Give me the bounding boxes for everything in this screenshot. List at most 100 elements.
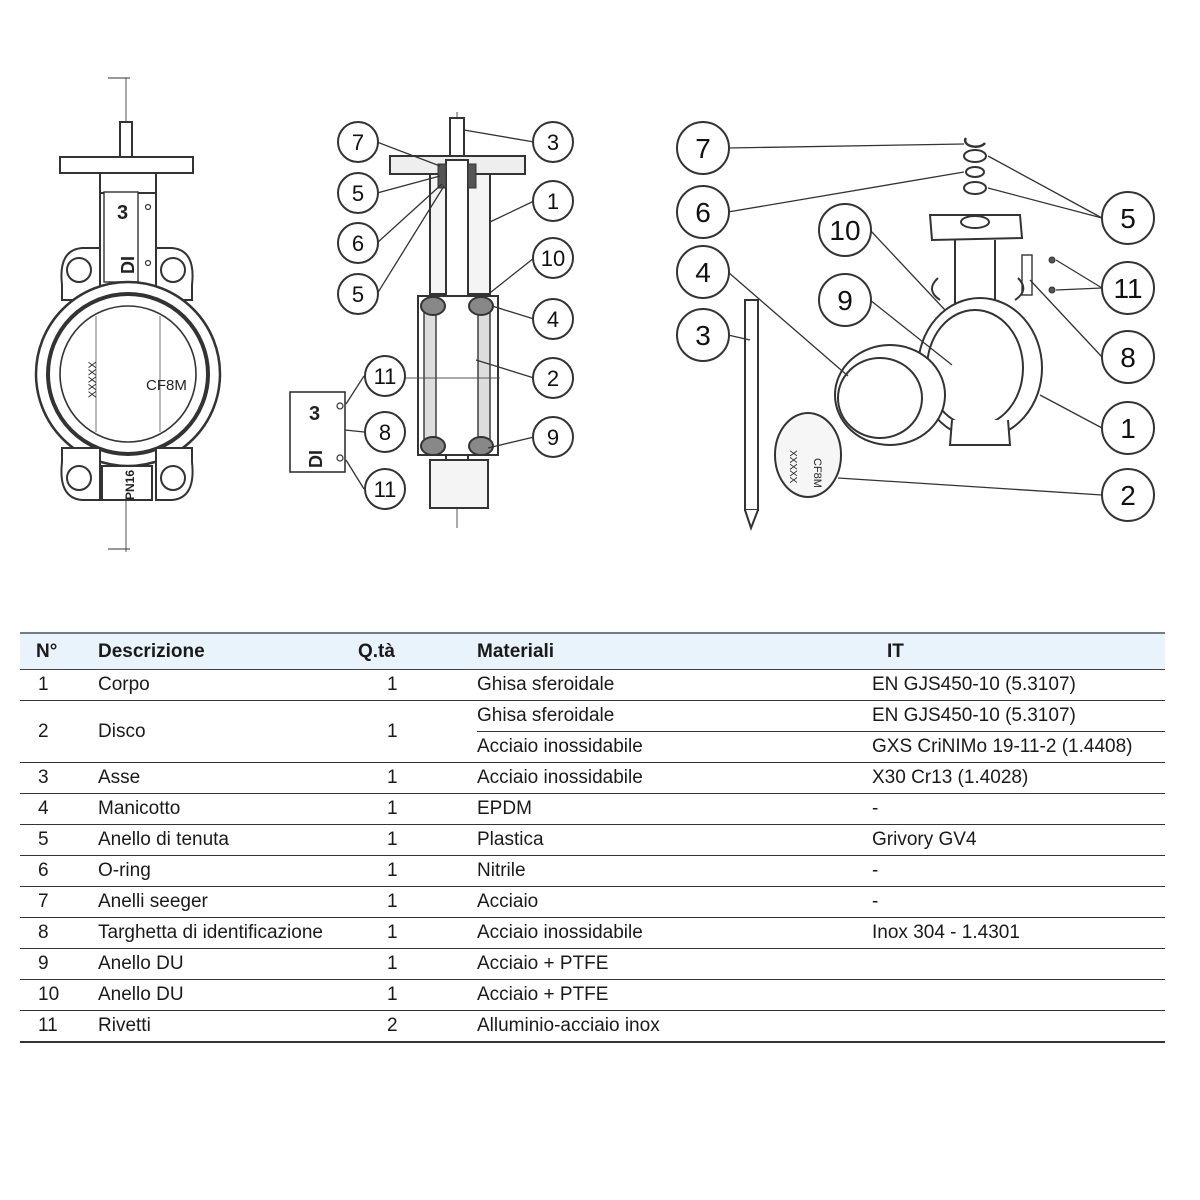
header-it: IT <box>872 632 1165 670</box>
cell-it-standard: EN GJS450-10 (5.3107) <box>872 669 1165 701</box>
cell-description: Corpo <box>98 669 358 701</box>
rivet <box>336 402 344 410</box>
exploded-shaft <box>744 299 759 511</box>
cell-number: 11 <box>20 1010 98 1043</box>
section-bottom-hub <box>429 459 489 509</box>
exploded-leaders <box>727 143 1103 496</box>
svg-text:8: 8 <box>379 420 391 445</box>
cell-material: Ghisa sferoidale <box>477 669 872 701</box>
callout-5-sec-b: 5 <box>337 273 379 315</box>
front-logo-mark: DI <box>118 256 138 274</box>
liner-bead <box>420 296 446 316</box>
callout-4-exp: 4 <box>676 245 730 299</box>
cell-material: Acciaio <box>477 886 872 918</box>
cell-material: Acciaio inossidabile <box>477 917 872 949</box>
stem-top <box>119 121 133 159</box>
cell-number: 6 <box>20 855 98 887</box>
cell-quantity: 1 <box>358 824 477 856</box>
cell-number: 1 <box>20 669 98 701</box>
cell-it-standard: EN GJS450-10 (5.3107) <box>872 700 1165 732</box>
section-seal <box>467 163 477 189</box>
cell-material: Acciaio + PTFE <box>477 979 872 1011</box>
cell-it-standard: - <box>872 855 1165 887</box>
cell-number: 8 <box>20 917 98 949</box>
cell-it-standard <box>872 1010 1165 1043</box>
exploded-disc <box>774 412 842 498</box>
cell-description: Anello di tenuta <box>98 824 358 856</box>
svg-text:11: 11 <box>374 477 397 502</box>
rivet <box>1048 286 1056 294</box>
section-view <box>289 112 526 528</box>
callout-5-exp: 5 <box>1101 191 1155 245</box>
header-number: N° <box>20 632 98 670</box>
svg-text:6: 6 <box>352 231 364 256</box>
front-view <box>34 77 222 552</box>
callout-9-exp: 9 <box>818 273 872 327</box>
cell-material: Acciaio inossidabile <box>477 731 872 763</box>
section-stem-top <box>449 117 465 159</box>
callout-1-exp: 1 <box>1101 401 1155 455</box>
cell-material: Alluminio-acciaio inox <box>477 1010 872 1043</box>
bolt-hole <box>66 257 92 283</box>
rivet <box>144 203 152 211</box>
exploded-view <box>744 137 1056 531</box>
cell-quantity: 1 <box>358 700 477 763</box>
svg-text:5: 5 <box>1120 203 1136 234</box>
svg-text:9: 9 <box>547 425 559 450</box>
cell-description: Manicotto <box>98 793 358 825</box>
callout-8-plate: 8 <box>364 411 406 453</box>
seeger-ring <box>963 137 986 148</box>
front-material-mark: CF8M <box>146 377 187 394</box>
callout-7-exp: 7 <box>676 121 730 175</box>
cell-description: Targhetta di identificazione <box>98 917 358 949</box>
body-lugs <box>931 277 1025 301</box>
front-pressure-mark: PN16 <box>123 470 137 500</box>
bolt-hole <box>160 465 186 491</box>
callout-9-sec: 9 <box>532 416 574 458</box>
callout-8-exp: 8 <box>1101 330 1155 384</box>
svg-text:7: 7 <box>695 133 711 164</box>
valve-technical-drawing: 3 DI XXXXX CF8M PN16 3 DI <box>34 77 1155 552</box>
bolt-hole <box>66 465 92 491</box>
cell-description: Rivetti <box>98 1010 358 1043</box>
cell-number: 5 <box>20 824 98 856</box>
callout-11-plate-b: 11 <box>364 468 406 510</box>
cell-number: 10 <box>20 979 98 1011</box>
body-bottom-lug <box>948 419 1012 446</box>
svg-text:6: 6 <box>695 197 711 228</box>
disc-outline <box>59 305 197 443</box>
cell-description: O-ring <box>98 855 358 887</box>
cell-material: EPDM <box>477 793 872 825</box>
cell-description: Asse <box>98 762 358 794</box>
callout-1-sec: 1 <box>532 180 574 222</box>
cell-description: Anello DU <box>98 948 358 980</box>
disc-body-code: XXXXX <box>787 450 798 484</box>
cell-material: Nitrile <box>477 855 872 887</box>
cell-it-standard <box>872 948 1165 980</box>
front-part-mark: 3 <box>117 202 128 224</box>
cell-quantity: 2 <box>358 1010 477 1043</box>
svg-text:2: 2 <box>1120 480 1136 511</box>
callout-3-sec: 3 <box>532 121 574 163</box>
svg-text:11: 11 <box>1113 273 1142 304</box>
svg-text:4: 4 <box>547 307 559 332</box>
cell-quantity: 1 <box>358 917 477 949</box>
flange-hole <box>960 215 990 229</box>
liner-bead <box>468 436 494 456</box>
callout-6-sec: 6 <box>337 222 379 264</box>
callout-11-plate-a: 11 <box>364 355 406 397</box>
svg-text:5: 5 <box>352 181 364 206</box>
flange-neck <box>99 172 157 194</box>
disc-material-mark: CF8M <box>811 458 823 488</box>
callout-10-exp: 10 <box>818 203 872 257</box>
header-description: Descrizione <box>98 632 358 670</box>
callout-6-exp: 6 <box>676 185 730 239</box>
cell-it-standard: Grivory GV4 <box>872 824 1165 856</box>
svg-text:3: 3 <box>547 130 559 155</box>
